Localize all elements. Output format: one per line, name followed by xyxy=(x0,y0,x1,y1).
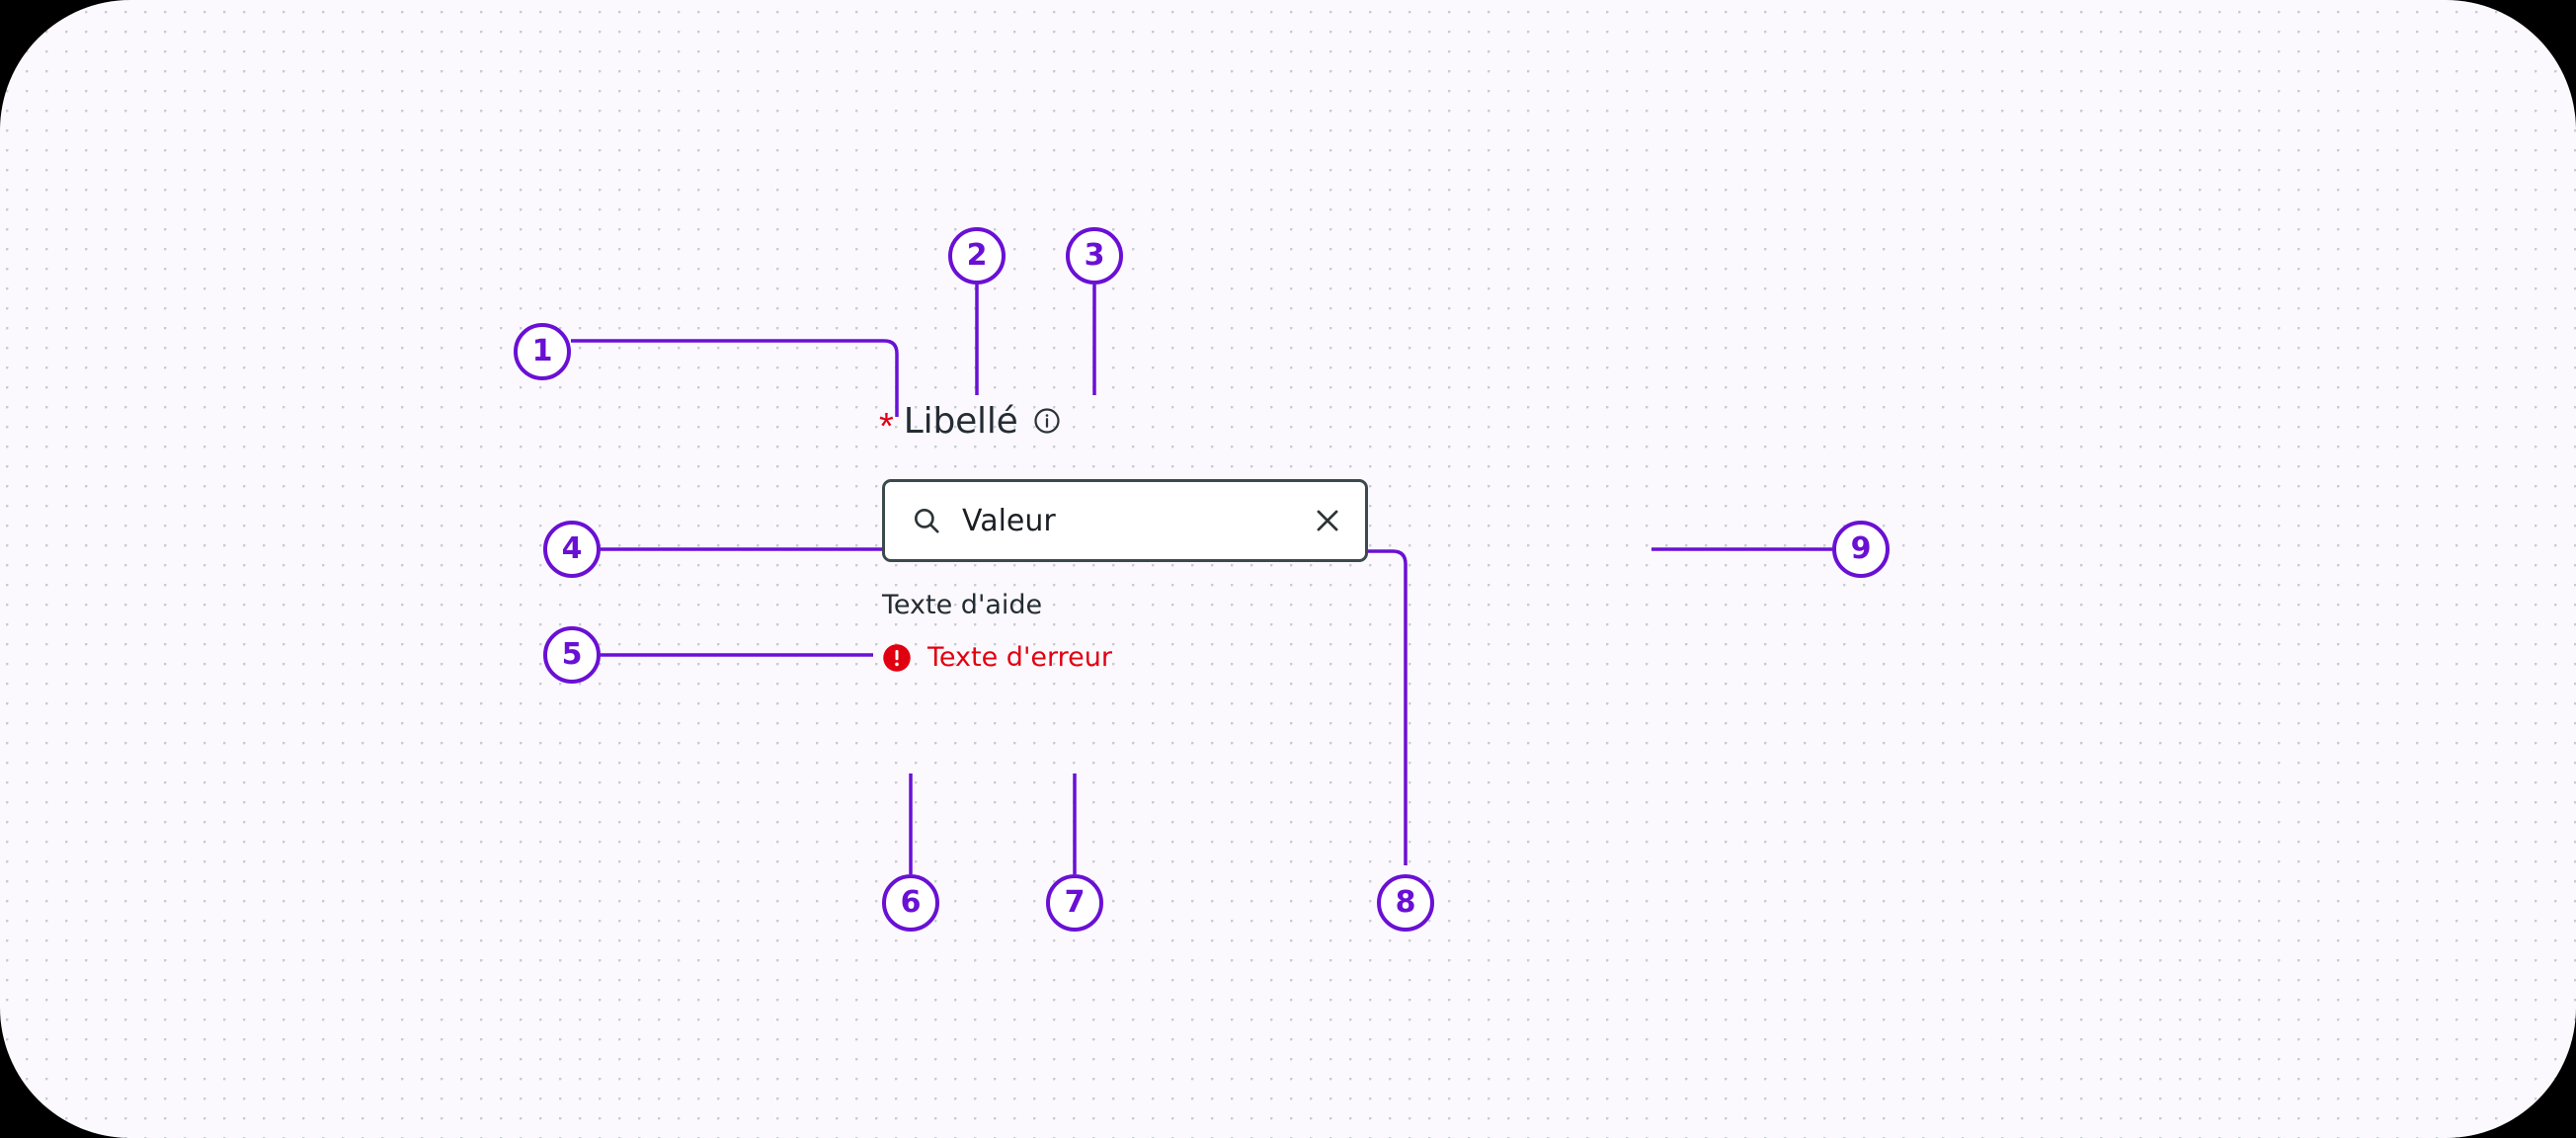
required-marker: * xyxy=(879,406,894,447)
error-text: Texte d'erreur xyxy=(927,642,1112,673)
callout-badge-7[interactable]: 7 xyxy=(1046,874,1103,932)
callout-badge-2[interactable]: 2 xyxy=(948,227,1006,284)
error-exclamation-icon xyxy=(882,643,912,673)
connector-1 xyxy=(571,339,899,417)
callout-badge-1[interactable]: 1 xyxy=(514,323,571,380)
search-input-field[interactable]: Valeur xyxy=(882,479,1368,562)
text-field-specimen: * Libellé Valeur xyxy=(879,399,1700,673)
info-circle-icon[interactable] xyxy=(1032,406,1062,436)
hint-text: Texte d'aide xyxy=(882,590,1043,620)
close-x-icon[interactable] xyxy=(1312,505,1343,536)
field-value[interactable]: Valeur xyxy=(962,503,1056,538)
callout-badge-3[interactable]: 3 xyxy=(1066,227,1123,284)
callout-badge-9[interactable]: 9 xyxy=(1832,521,1890,578)
callout-badge-5[interactable]: 5 xyxy=(543,626,601,684)
callout-badge-6[interactable]: 6 xyxy=(882,874,939,932)
field-label: Libellé xyxy=(903,400,1018,442)
callout-badge-8[interactable]: 8 xyxy=(1377,874,1434,932)
error-message-row: Texte d'erreur xyxy=(882,642,1700,673)
callout-badge-4[interactable]: 4 xyxy=(543,521,601,578)
search-icon xyxy=(911,505,942,536)
field-label-row: * Libellé xyxy=(879,399,1700,447)
